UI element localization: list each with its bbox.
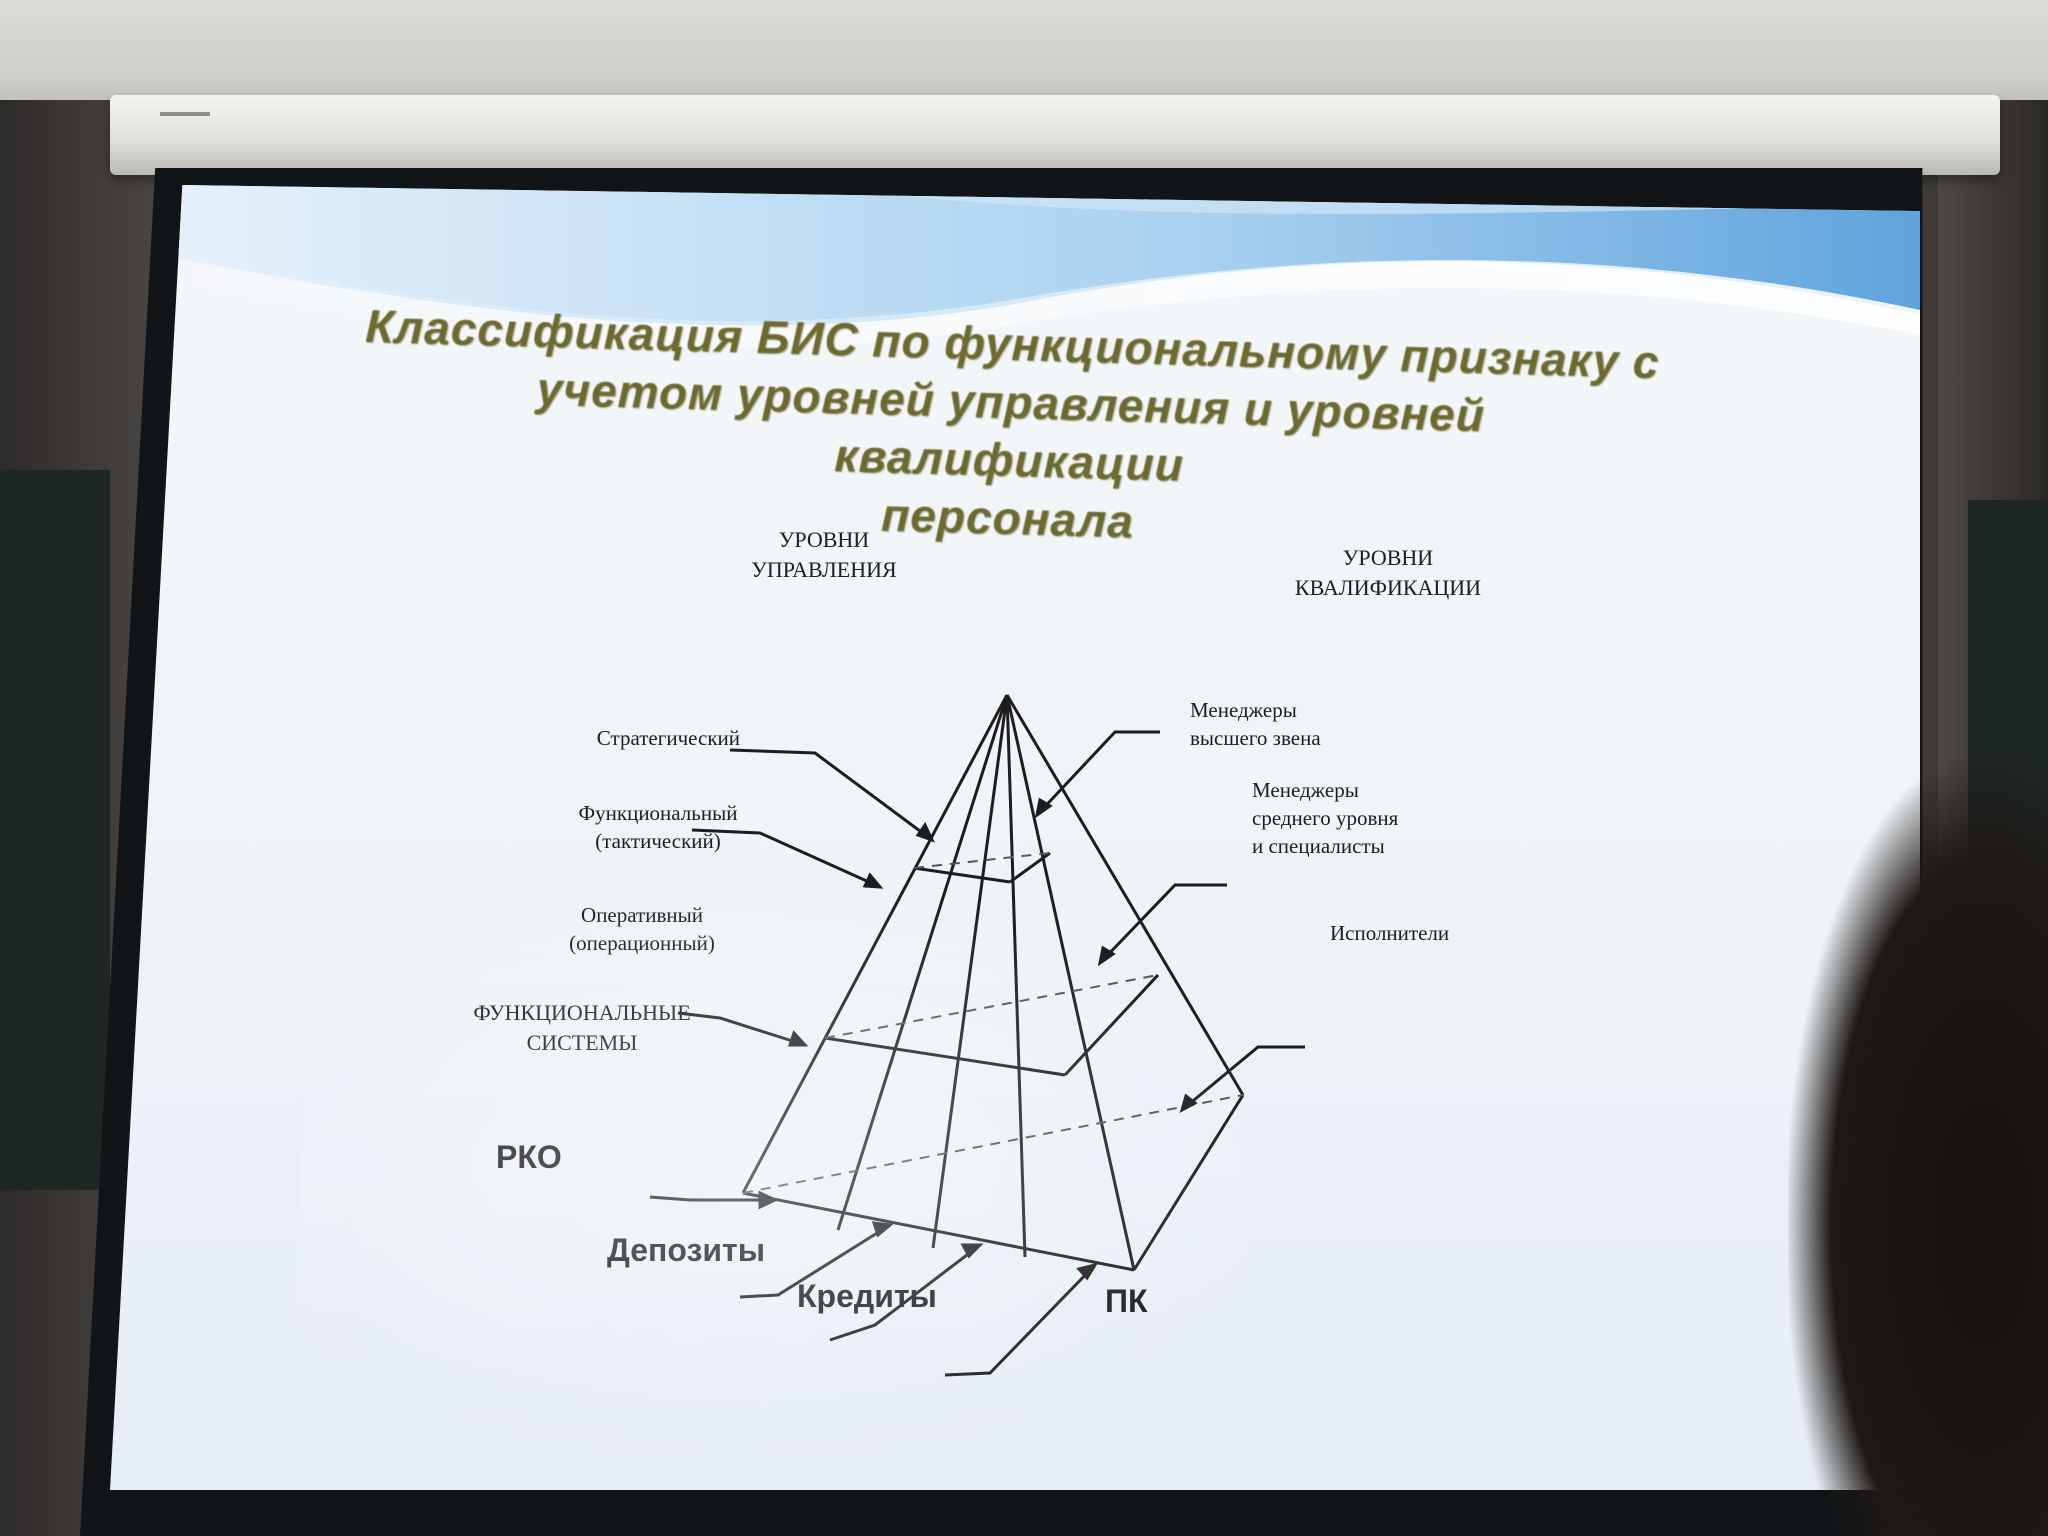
management-header: УРОВНИ УПРАВЛЕНИЯ	[751, 527, 897, 582]
system-credits: Кредиты	[797, 1278, 937, 1314]
qual-mid-managers-line-2: среднего уровня	[1252, 806, 1399, 830]
audience-head-silhouette	[1788, 760, 2048, 1536]
pyramid-base-right	[1132, 1094, 1245, 1271]
level-functional-line-1: Функциональный	[579, 801, 738, 825]
system-deposits: Депозиты	[607, 1232, 765, 1268]
hidden-line-mid	[824, 974, 1159, 1039]
arrow-pk-head	[1076, 1262, 1099, 1281]
pyramid-base-front	[742, 1191, 1135, 1272]
pyramid-edge-right	[1005, 694, 1245, 1096]
arrow-deposits	[739, 1223, 891, 1299]
qual-mid-managers-line-3: и специалисты	[1252, 834, 1385, 858]
qualification-header: УРОВНИ КВАЛИФИКАЦИИ	[1295, 545, 1481, 600]
level-functional-line-2: (тактический)	[595, 829, 721, 853]
level-line-mid-front	[824, 1036, 1066, 1077]
screen-case-logo	[160, 112, 210, 116]
arrow-functional-head	[862, 872, 884, 889]
system-pk: ПК	[1105, 1283, 1148, 1319]
level-strategic: Стратегический	[597, 726, 740, 750]
presentation-slide: Классификация БИС по функциональному при…	[110, 185, 1920, 1490]
functional-systems-header-line-2: СИСТЕМЫ	[527, 1030, 638, 1055]
qualification-header-line-1: УРОВНИ	[1343, 545, 1434, 570]
arrow-top-managers-head	[1034, 797, 1053, 819]
arrow-pk	[944, 1263, 1097, 1377]
qualification-header-line-2: КВАЛИФИКАЦИИ	[1295, 575, 1481, 600]
arrow-executors	[1181, 1045, 1305, 1112]
pyramid-lines	[741, 694, 1245, 1272]
arrow-operational	[677, 1011, 806, 1047]
section-line-3	[1005, 694, 1027, 1258]
level-operational-line-1: Оперативный	[581, 903, 703, 927]
hidden-lines	[742, 852, 1244, 1194]
hidden-line-top	[913, 852, 1051, 869]
qual-mid-managers-line-1: Менеджеры	[1252, 778, 1359, 802]
arrow-operational-head	[787, 1030, 809, 1047]
level-line-mid-right	[1063, 973, 1160, 1077]
ceiling	[0, 0, 2048, 110]
qual-top-managers-line-1: Менеджеры	[1190, 698, 1297, 722]
arrow-rko-head	[758, 1190, 779, 1210]
pyramid-edge-front	[1005, 694, 1136, 1271]
qual-top-managers-line-2: высшего звена	[1190, 726, 1321, 750]
level-operational-line-2: (операционный)	[569, 931, 715, 955]
management-header-line-2: УПРАВЛЕНИЯ	[751, 557, 897, 582]
arrow-strategic-head	[915, 822, 935, 843]
arrow-mid-managers-head	[1097, 945, 1116, 967]
projector-screen-case	[110, 95, 2000, 175]
arrow-deposits-head	[871, 1221, 894, 1238]
section-line-1	[836, 694, 1009, 1231]
section-line-2	[931, 694, 1009, 1249]
pointer-arrows	[649, 730, 1305, 1377]
hidden-line-base	[742, 1094, 1244, 1194]
functional-systems-header-line-1: ФУНКЦИОНАЛЬНЫЕ	[473, 1000, 690, 1025]
system-rko: РКО	[496, 1139, 562, 1175]
arrow-executors-head	[1179, 1093, 1198, 1114]
arrow-strategic	[729, 748, 933, 842]
management-header-line-1: УРОВНИ	[779, 527, 870, 552]
arrow-mid-managers	[1098, 883, 1227, 965]
level-line-top-right	[1009, 851, 1051, 884]
arrow-rko	[649, 1195, 775, 1202]
pyramid-edge-left	[741, 694, 1009, 1194]
arrow-functional	[691, 828, 881, 889]
qual-executors: Исполнители	[1330, 921, 1449, 945]
arrow-credits-head	[960, 1243, 984, 1259]
level-line-top-front	[913, 866, 1011, 884]
arrow-credits	[829, 1243, 981, 1342]
chalkboard-left	[0, 470, 110, 1190]
pyramid-diagram: УРОВНИ УПРАВЛЕНИЯ УРОВНИ КВАЛИФИКАЦИИ Ст…	[473, 527, 1481, 1377]
arrow-top-managers	[1035, 730, 1160, 817]
